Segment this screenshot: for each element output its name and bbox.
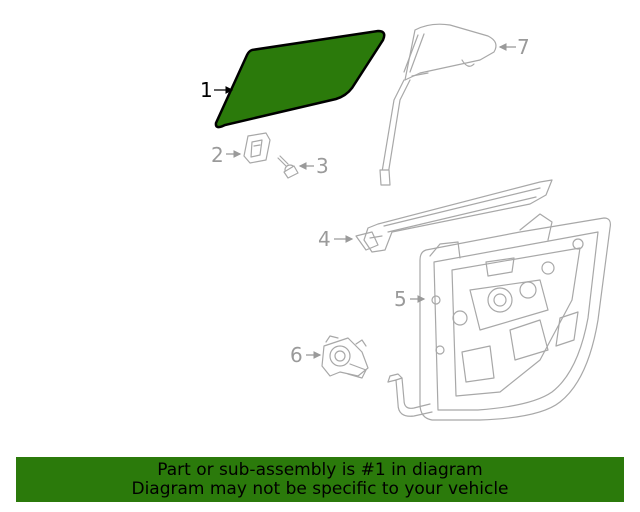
- callout-1-label: 1: [200, 78, 213, 102]
- parts-diagram: 1 2 3 7 4: [200, 23, 611, 421]
- callout-4-label: 4: [318, 227, 331, 251]
- screw-part: [277, 155, 299, 179]
- window-regulator-part: [387, 213, 611, 421]
- callout-5-label: 5: [394, 287, 407, 311]
- banner-line-2: Diagram may not be specific to your vehi…: [131, 478, 509, 499]
- banner-line-1: Part or sub-assembly is #1 in diagram: [157, 459, 483, 480]
- callout-2-label: 2: [211, 143, 224, 167]
- door-glass-part[interactable]: [214, 29, 386, 129]
- glass-clip-part: [243, 132, 271, 164]
- callout-6-label: 6: [290, 343, 303, 367]
- diagram-note-banner: Part or sub-assembly is #1 in diagram Di…: [16, 457, 624, 502]
- glass-run-channel-part: [355, 179, 553, 253]
- callout-3-label: 3: [316, 154, 329, 178]
- callout-7-label: 7: [517, 35, 530, 59]
- regulator-motor-part: [321, 335, 369, 379]
- door-frame-weatherstrip-part: [379, 23, 497, 186]
